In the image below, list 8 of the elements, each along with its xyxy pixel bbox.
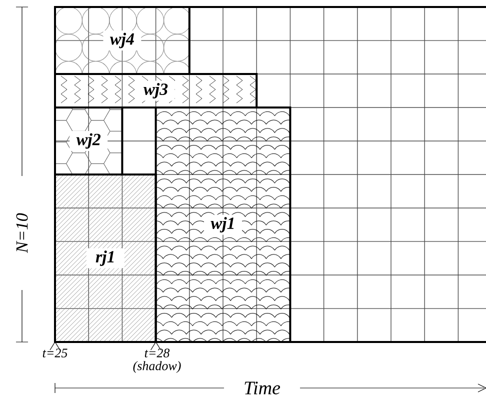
- job-block: wj3: [54, 73, 258, 108]
- dimension-label: N=10: [16, 213, 28, 254]
- job-block: wj2: [54, 106, 124, 176]
- time-label: t=28: [144, 348, 170, 358]
- job-block: rj1: [54, 174, 157, 343]
- axis-label: Time: [244, 382, 280, 394]
- job-block: wj1: [154, 106, 292, 343]
- note-label: (shadow): [133, 361, 181, 373]
